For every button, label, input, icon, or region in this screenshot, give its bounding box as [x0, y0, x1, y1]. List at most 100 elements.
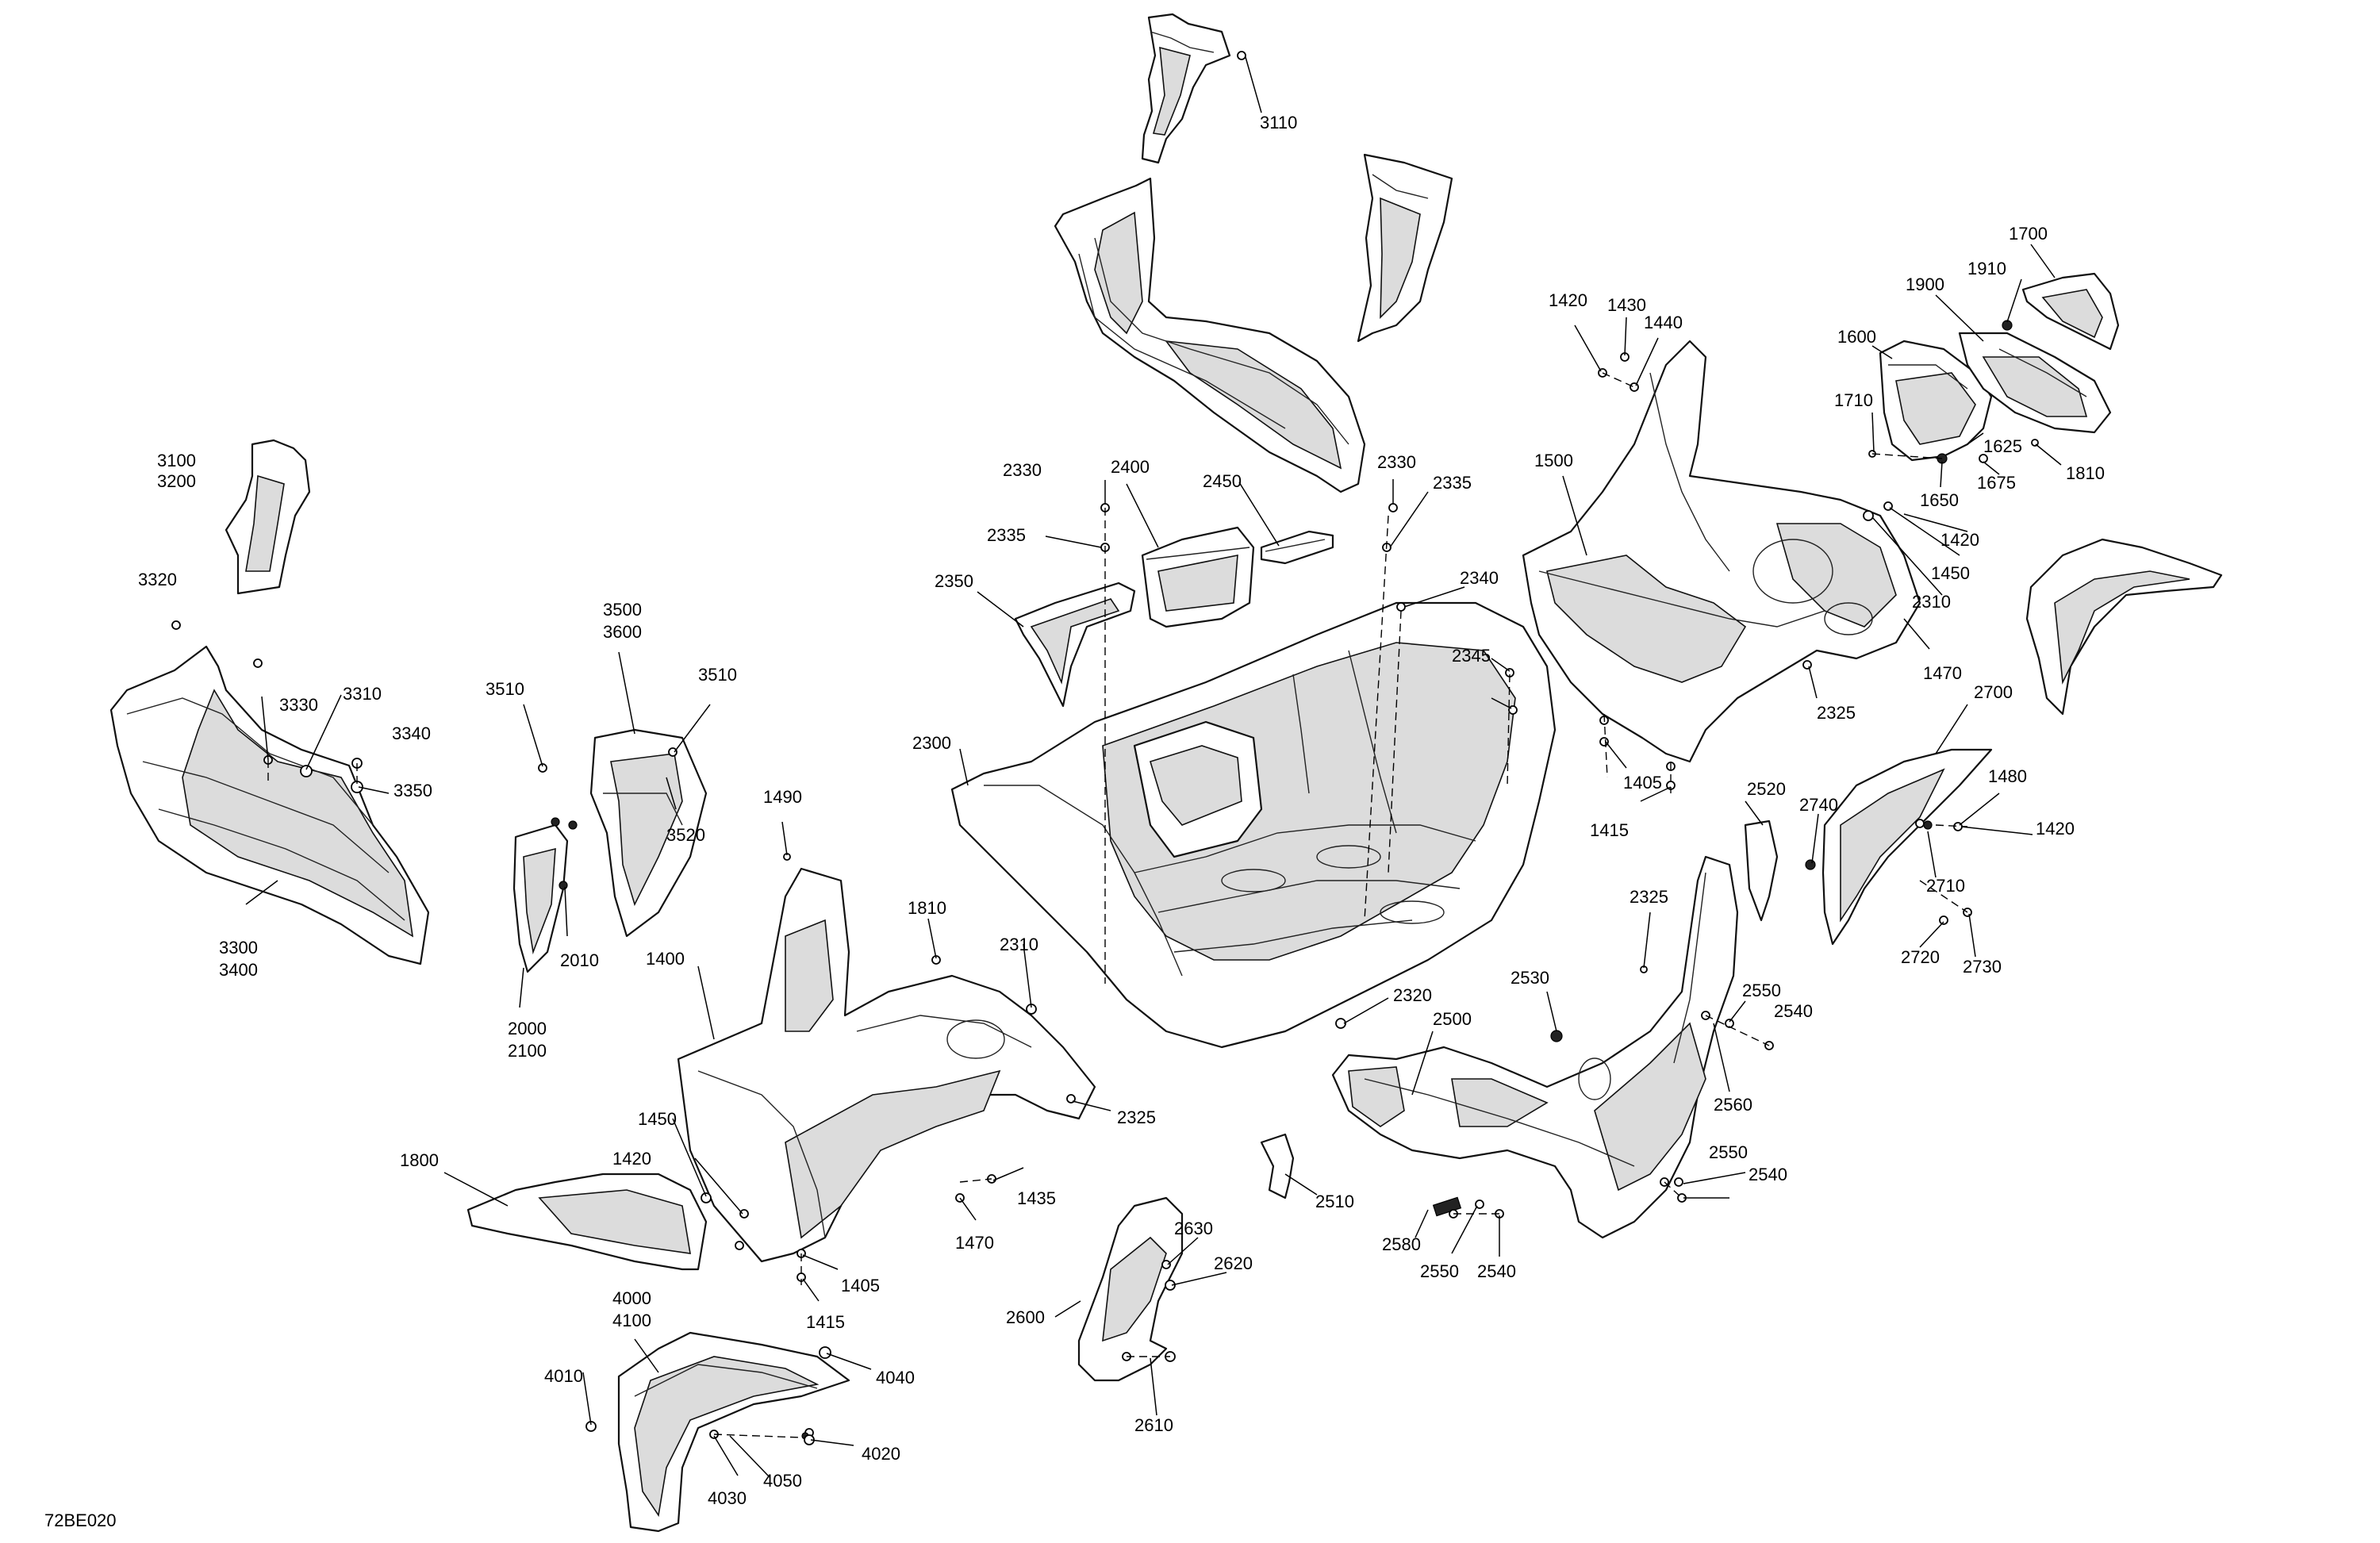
callout-2450: 2450 [1203, 471, 1242, 491]
callout-2520: 2520 [1747, 779, 1786, 799]
part-2580-reflector [1432, 1196, 1462, 1217]
part-3110-bracket [1141, 13, 1231, 164]
callout-2000: 2000 [508, 1019, 547, 1038]
callout-2630: 2630 [1174, 1219, 1213, 1238]
callout-3600: 3600 [603, 622, 642, 642]
callout-2560: 2560 [1714, 1095, 1752, 1115]
part-drawings [109, 13, 2223, 1533]
callout-2540-middle: 2540 [1749, 1165, 1787, 1184]
callout-2325-middle: 2325 [1630, 887, 1668, 907]
callout-2600: 2600 [1006, 1307, 1045, 1327]
callout-labels: 3110 3100 3200 3320 3330 3310 3340 3350 … [44, 113, 2105, 1530]
leader-lines [245, 56, 2062, 1478]
callout-2400: 2400 [1111, 457, 1150, 477]
callout-1435: 1435 [1017, 1188, 1056, 1208]
callout-3330: 3330 [279, 695, 318, 715]
callout-2350: 2350 [935, 571, 973, 591]
callout-4030: 4030 [708, 1488, 747, 1508]
callout-2325-left: 2325 [1117, 1107, 1156, 1127]
callout-1700: 1700 [2009, 224, 2048, 244]
callout-1430: 1430 [1607, 295, 1646, 315]
callout-2740: 2740 [1799, 795, 1838, 815]
callout-2320: 2320 [1393, 985, 1432, 1005]
part-2350-front-bin-cover [1014, 582, 1136, 708]
callout-1910: 1910 [1967, 259, 2006, 278]
callout-2550-middle: 2550 [1709, 1142, 1748, 1162]
part-3500-door-pillar [589, 728, 708, 938]
callout-3340: 3340 [392, 724, 431, 743]
callout-1440: 1440 [1644, 313, 1683, 332]
part-rear-pillar-panel [1357, 153, 1453, 343]
part-right-rear-upper-bracket [2025, 538, 2223, 716]
part-1700-corner-trim [2021, 272, 2120, 351]
callout-2310-left: 2310 [1000, 935, 1038, 954]
callout-3510-right: 3510 [698, 665, 737, 685]
callout-2330-left: 2330 [1003, 460, 1042, 480]
part-3100-left-upper-panel [225, 439, 311, 595]
callout-1800: 1800 [400, 1150, 439, 1170]
part-2510-trim-strip [1260, 1133, 1295, 1199]
fasteners [171, 51, 2039, 1445]
callout-3100: 3100 [157, 451, 196, 470]
callout-2300: 2300 [912, 733, 951, 753]
callout-2720: 2720 [1901, 947, 1940, 967]
callout-1420-right-upper: 1420 [1940, 530, 1979, 550]
callout-2335-left: 2335 [987, 525, 1026, 545]
callout-2700: 2700 [1974, 682, 2013, 702]
part-2600-lower-center-panel [1077, 1196, 1184, 1382]
part-1800-left-lower-panel [466, 1173, 708, 1271]
assembly-lines [267, 372, 1968, 1438]
callout-2325-right: 2325 [1817, 703, 1856, 723]
callout-2710: 2710 [1926, 876, 1965, 896]
callout-3510-left: 3510 [486, 679, 524, 699]
callout-1400: 1400 [646, 949, 685, 969]
callout-3320: 3320 [138, 570, 177, 589]
callout-3310: 3310 [343, 684, 382, 704]
callout-3300: 3300 [219, 938, 258, 958]
callout-3400: 3400 [219, 960, 258, 980]
part-2520-trim-strip [1744, 819, 1779, 922]
part-3300-left-rocker [109, 645, 430, 965]
part-1900-grille-panel [1958, 332, 2112, 434]
callout-2100: 2100 [508, 1041, 547, 1061]
part-2500-right-side-panel [1331, 855, 1739, 1239]
callout-2340: 2340 [1460, 568, 1499, 588]
callout-2620: 2620 [1214, 1253, 1253, 1273]
callout-4050: 4050 [763, 1471, 802, 1491]
callout-2550-top: 2550 [1742, 981, 1781, 1000]
callout-3500: 3500 [603, 600, 642, 620]
callout-4010: 4010 [544, 1366, 583, 1386]
callout-2530: 2530 [1511, 968, 1549, 988]
part-2450-small-lid [1260, 530, 1334, 565]
callout-1480: 1480 [1988, 766, 2027, 786]
callout-1650: 1650 [1920, 490, 1959, 510]
callout-2335-right: 2335 [1433, 473, 1472, 493]
callout-2550-bottom: 2550 [1420, 1261, 1459, 1281]
callout-1490: 1490 [763, 787, 802, 807]
callout-4000: 4000 [612, 1288, 651, 1308]
callout-1420-right-lower: 1420 [2036, 819, 2075, 839]
part-1600-vent-housing [1879, 340, 1993, 462]
figure-code: 72BE020 [44, 1510, 117, 1530]
callout-4100: 4100 [612, 1311, 651, 1330]
callout-2010: 2010 [560, 950, 599, 970]
callout-1600: 1600 [1837, 327, 1876, 347]
part-4000-left-bumper-bracket [617, 1331, 850, 1533]
callout-2345: 2345 [1452, 646, 1491, 666]
callout-1420-left: 1420 [612, 1149, 651, 1169]
callout-1470-left: 1470 [955, 1233, 994, 1253]
callout-2510: 2510 [1315, 1192, 1354, 1211]
callout-2540-bottom: 2540 [1477, 1261, 1516, 1281]
callout-2540-top: 2540 [1774, 1001, 1813, 1021]
callout-1900: 1900 [1906, 274, 1944, 294]
callout-1415-right: 1415 [1590, 820, 1629, 840]
callout-1675: 1675 [1977, 473, 2016, 493]
callout-3110: 3110 [1260, 113, 1297, 132]
callout-1450-right: 1450 [1931, 563, 1970, 583]
part-2700-rear-mudguard [1821, 748, 1993, 946]
callout-1450-left: 1450 [638, 1109, 677, 1129]
part-1400-left-front-fender [677, 867, 1096, 1263]
callout-2580: 2580 [1382, 1234, 1421, 1254]
callout-1405-left: 1405 [841, 1276, 880, 1295]
